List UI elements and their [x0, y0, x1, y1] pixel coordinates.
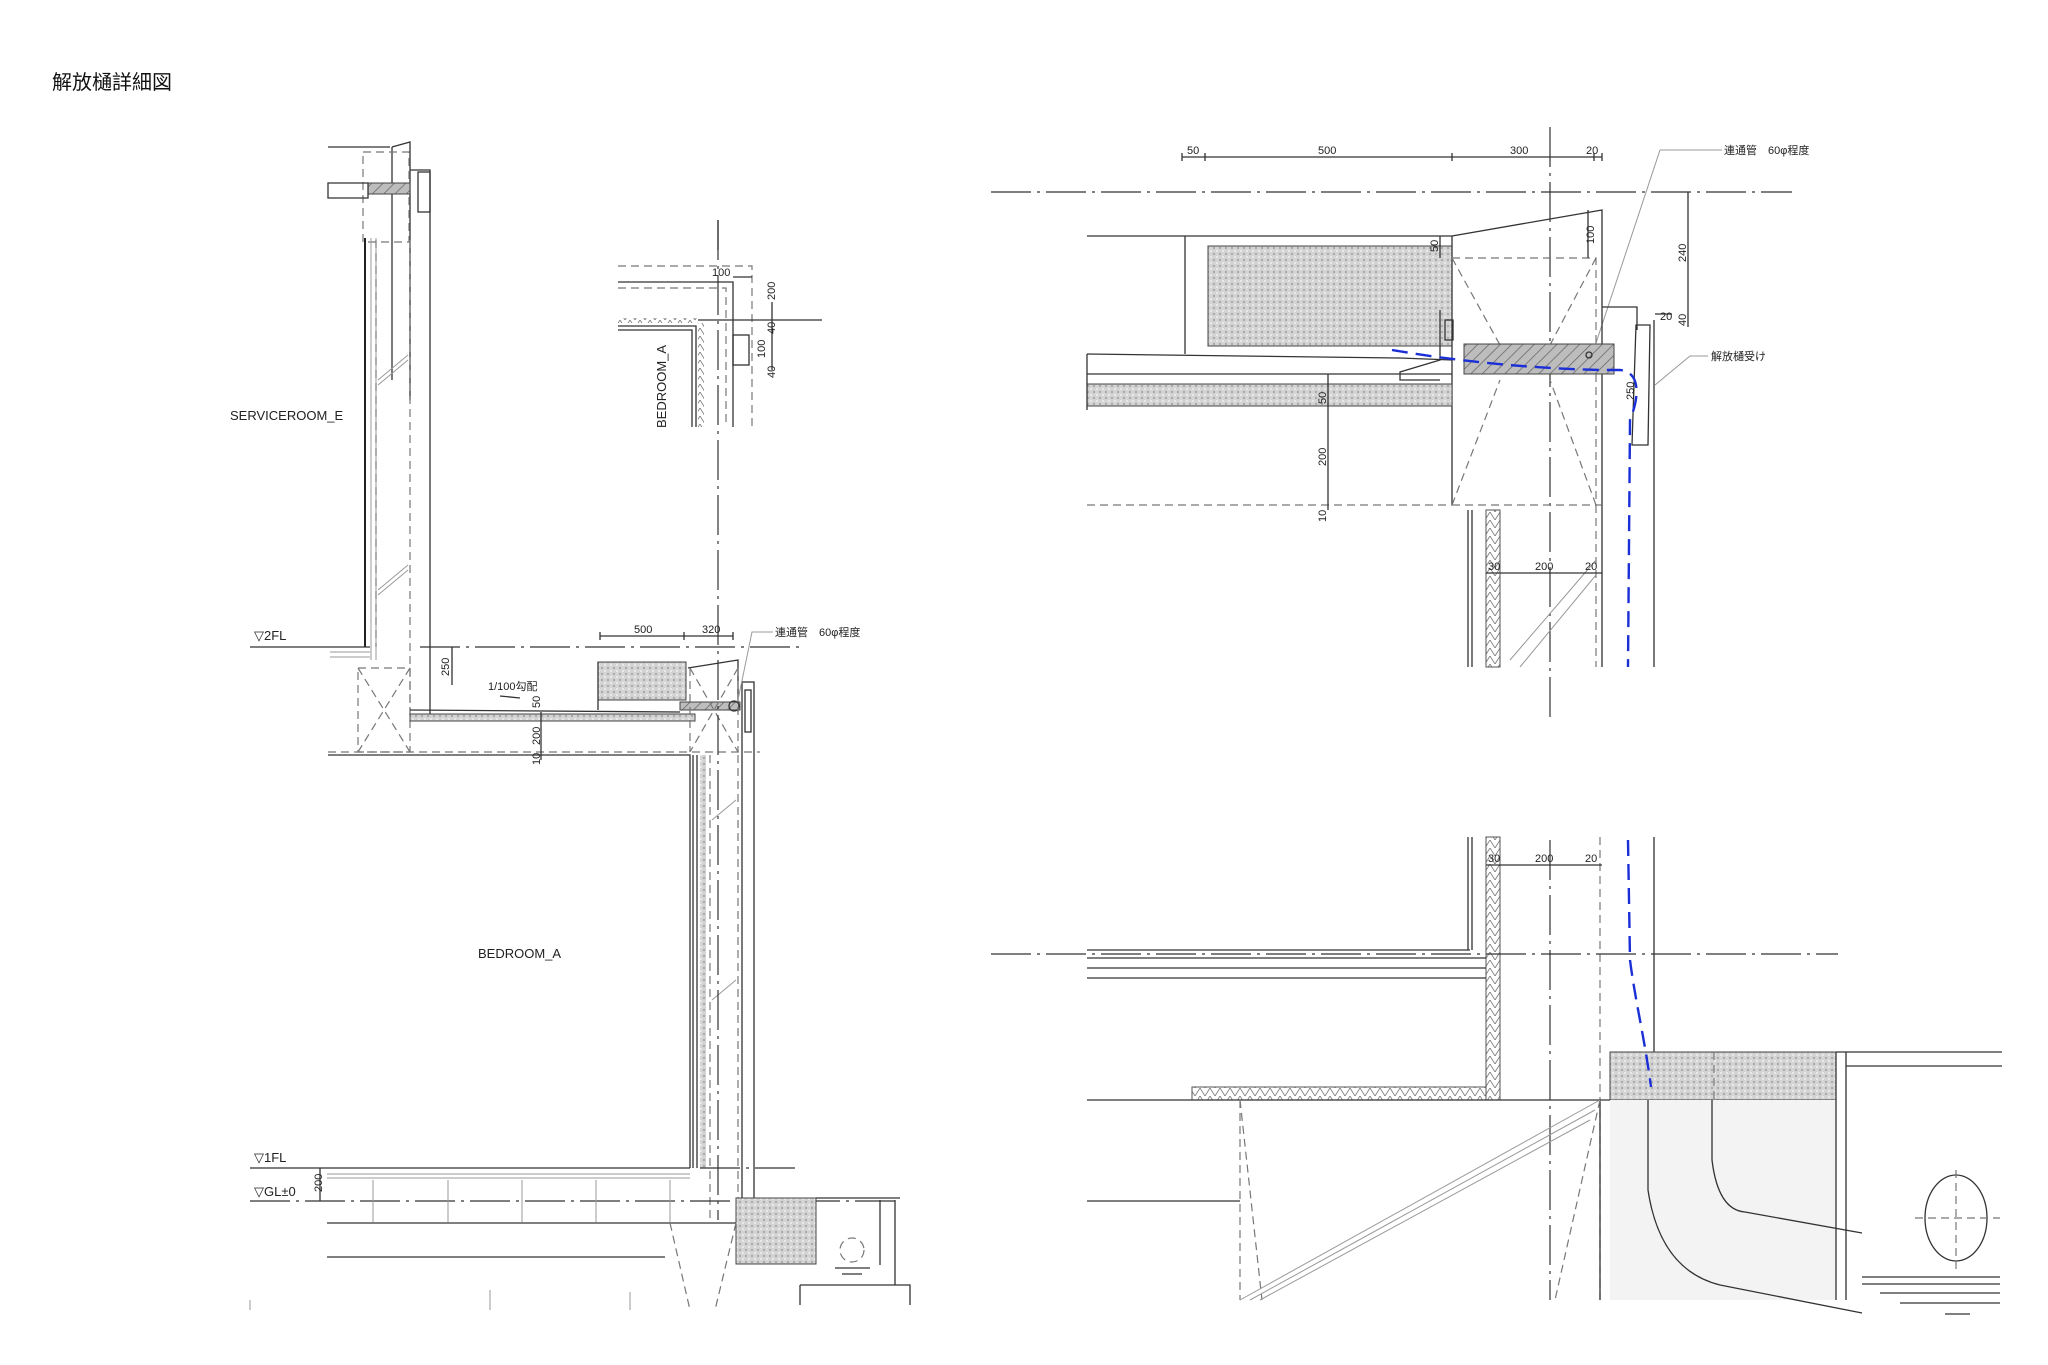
dim-right-100: 100	[1585, 226, 1597, 244]
right-upper-gutter-detail: 50 500 300 20 連通管 60φ程度 50 100 240 40 20…	[991, 127, 1809, 722]
inset-dim-200: 200	[766, 282, 778, 300]
inset-dim-40a: 40	[766, 322, 778, 334]
top-dim-50: 50	[1187, 145, 1199, 157]
drain-route-line-lower	[1626, 839, 1653, 1088]
wall-dim-lower-20: 20	[1585, 853, 1597, 865]
top-dim-500: 500	[1318, 145, 1336, 157]
dim-50: 50	[531, 696, 543, 708]
dim-right-40: 40	[1677, 314, 1689, 326]
inset-dim-40b: 40	[766, 366, 778, 378]
wall-dim-upper-20: 20	[1585, 561, 1597, 573]
wall-dim-upper-200: 200	[1535, 561, 1553, 573]
level-gl-label: ▽GL±0	[254, 1184, 296, 1199]
level-2fl-label: ▽2FL	[254, 628, 286, 643]
pipe-note-right: 連通管 60φ程度	[1724, 143, 1809, 157]
room-label-serviceroom-e: SERVICEROOM_E	[230, 408, 344, 423]
wall-dim-upper-30: 30	[1488, 561, 1500, 573]
right-lower-foundation-detail: 30 200 20	[991, 836, 2002, 1315]
dim-right-50: 50	[1429, 240, 1441, 252]
dim-250: 250	[440, 658, 452, 676]
dim-slab-50: 50	[1317, 392, 1329, 404]
gutter-receiver-note: 解放樋受け	[1711, 349, 1766, 363]
inset-room-label: BEDROOM_A	[654, 345, 669, 428]
dim-320: 320	[702, 624, 720, 636]
inset-dim-100b: 100	[756, 340, 768, 358]
inset-corner-detail: BEDROOM_A 100 200 40 100 40	[618, 220, 822, 428]
top-dim-20: 20	[1586, 145, 1598, 157]
dim-slab-10: 10	[1317, 510, 1329, 522]
slope-note: 1/100勾配	[488, 680, 538, 693]
dim-right-250: 250	[1625, 382, 1637, 400]
dim-right-20: 20	[1660, 311, 1672, 323]
dim-500: 500	[634, 624, 652, 636]
dim-slab-200: 200	[1317, 448, 1329, 466]
pipe-note-left: 連通管 60φ程度	[775, 625, 860, 639]
inset-dim-100a: 100	[712, 267, 730, 279]
room-label-bedroom-a: BEDROOM_A	[478, 946, 561, 961]
level-1fl-label: ▽1FL	[254, 1150, 286, 1165]
top-dim-300: 300	[1510, 145, 1528, 157]
drain-route-line-upper	[1391, 348, 1638, 668]
dim-gl-200: 200	[313, 1174, 325, 1192]
drawing-title: 解放樋詳細図	[52, 70, 172, 94]
dim-10: 10	[531, 753, 543, 765]
dim-200: 200	[531, 727, 543, 745]
left-section-detail: SERVICEROOM_E ▽2FL BEDROOM_A 500 320 連通管	[230, 141, 911, 1311]
dim-right-240: 240	[1677, 244, 1689, 262]
wall-dim-lower-30: 30	[1488, 853, 1500, 865]
wall-dim-lower-200: 200	[1535, 853, 1553, 865]
